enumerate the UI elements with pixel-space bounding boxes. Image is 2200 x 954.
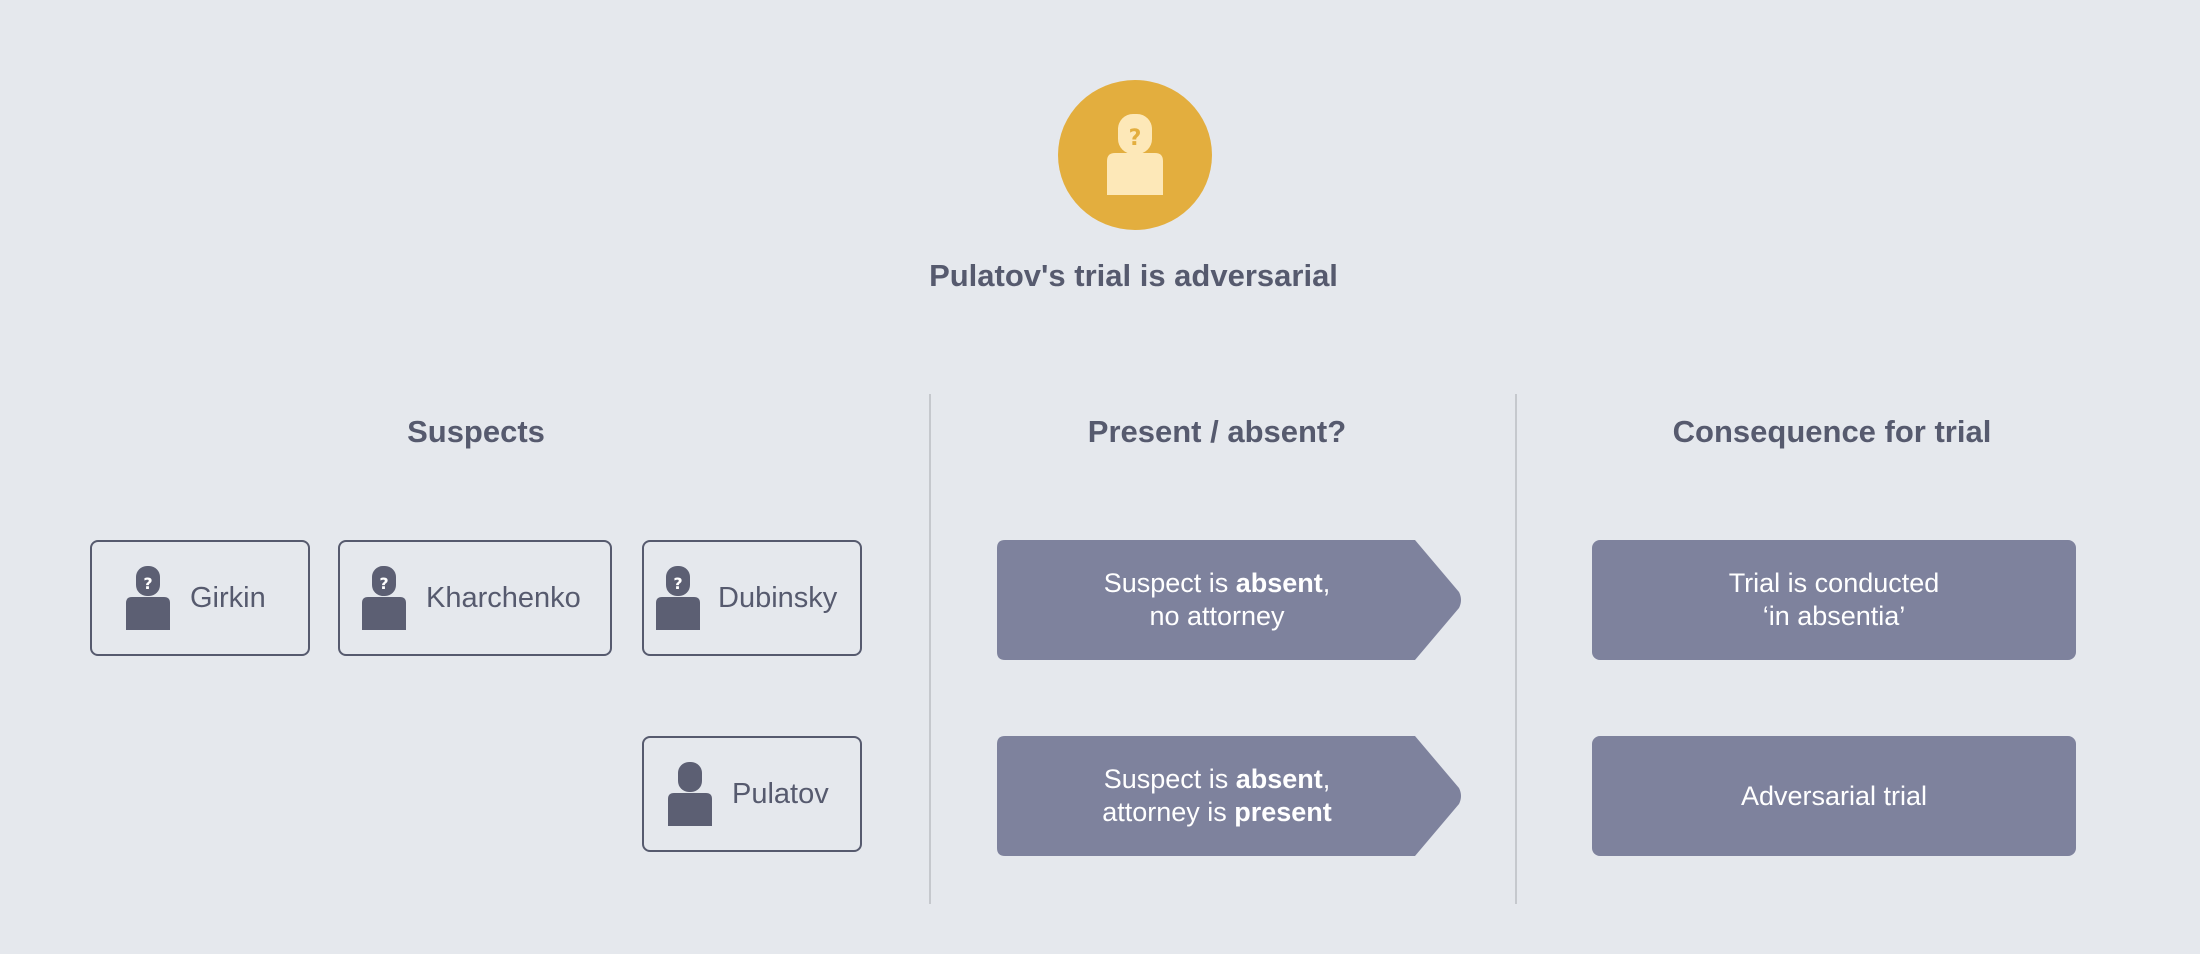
header-avatar: ?: [1058, 80, 1212, 230]
column-divider: [1515, 394, 1517, 904]
person-icon: [668, 762, 712, 826]
suspect-card-dubinsky: ? Dubinsky: [642, 540, 862, 656]
svg-text:?: ?: [1129, 126, 1142, 151]
suspect-name: Dubinsky: [718, 581, 838, 614]
consequence-line-1: Trial is conducted: [1728, 568, 1940, 598]
suspect-name: Pulatov: [732, 777, 829, 810]
status-line-2: no attorney: [1149, 601, 1285, 631]
unknown-person-icon: ?: [1107, 114, 1163, 195]
unknown-person-icon: ?: [656, 566, 700, 630]
consequence-line-1: Adversarial trial: [1740, 780, 1928, 811]
arrow-shape: [997, 540, 1461, 660]
svg-text:?: ?: [379, 574, 388, 593]
column-divider: [929, 394, 931, 904]
status-arrow-absent-attorney-present: Suspect is absent, attorney is present: [997, 736, 1465, 856]
suspect-card-pulatov: Pulatov: [642, 736, 862, 852]
unknown-person-icon: ?: [362, 566, 406, 630]
suspect-name: Kharchenko: [426, 581, 581, 614]
status-arrow-absent-no-attorney: Suspect is absent, no attorney: [997, 540, 1465, 660]
unknown-person-icon: ?: [126, 566, 170, 630]
column-header-present-absent: Present / absent?: [1087, 414, 1347, 449]
page-title: Pulatov's trial is adversarial: [929, 258, 1338, 293]
suspect-card-girkin: ? Girkin: [90, 540, 310, 656]
arrow-shape: [997, 736, 1461, 856]
column-header-consequence: Consequence for trial: [1672, 414, 1992, 449]
status-line-1: Suspect is absent,: [1103, 568, 1331, 598]
consequence-box-in-absentia: Trial is conducted ‘in absentia’: [1592, 540, 2076, 660]
consequence-box-adversarial: Adversarial trial: [1592, 736, 2076, 856]
suspect-name: Girkin: [190, 581, 266, 614]
svg-text:?: ?: [673, 574, 682, 593]
column-header-suspects: Suspects: [407, 414, 545, 449]
status-line-2: attorney is present: [1102, 797, 1332, 827]
consequence-line-2: ‘in absentia’: [1762, 601, 1906, 631]
svg-text:?: ?: [143, 574, 152, 593]
suspect-card-kharchenko: ? Kharchenko: [338, 540, 612, 656]
status-line-1: Suspect is absent,: [1103, 764, 1331, 794]
